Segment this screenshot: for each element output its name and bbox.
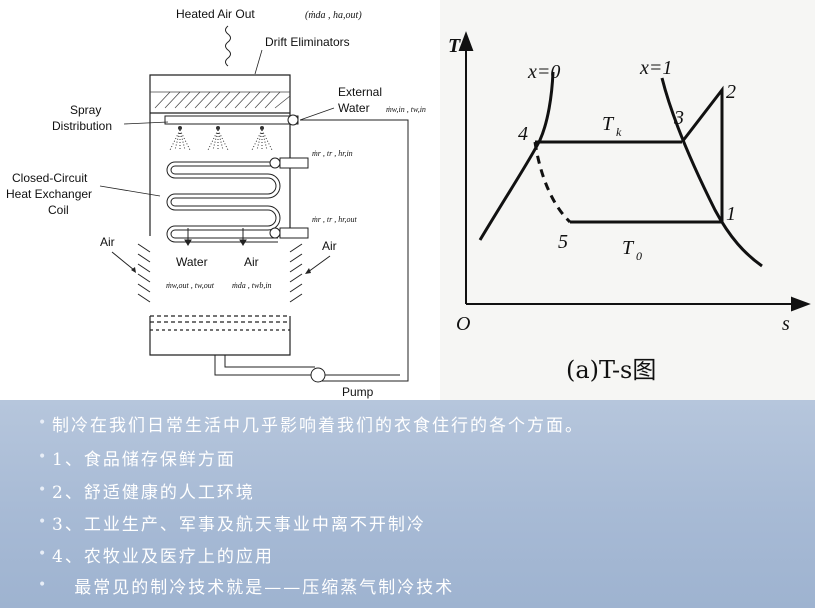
refrigeration-cycle <box>533 85 724 224</box>
bullet-dot-icon: • <box>38 449 49 465</box>
air-left-label: Air <box>100 235 115 249</box>
tk-subscript: k <box>616 125 622 139</box>
pump-loop-pipe <box>214 119 409 382</box>
bullet-text: 3、工业生产、军事及航天事业中离不开制冷 <box>52 514 426 535</box>
origin-label: O <box>456 313 470 335</box>
ts-caption: (a)T-s图 <box>566 356 656 384</box>
x0-label: x=0 <box>527 61 560 83</box>
t0-subscript: 0 <box>636 249 642 263</box>
tk-label: T <box>602 113 615 135</box>
point-2-label: 2 <box>726 81 736 103</box>
spray-label-1: Spray <box>70 103 101 117</box>
s-axis-label: s <box>782 313 790 335</box>
point-1-label: 1 <box>726 203 736 225</box>
heated-air-out-vars: (ṁda , ha,out) <box>305 10 362 21</box>
point-4-label: 4 <box>518 123 528 145</box>
external-water-vars: ṁw,in , tw,in <box>386 105 426 114</box>
refrigerant-inlet-pipe <box>279 157 309 169</box>
point-3-label: 3 <box>673 107 684 129</box>
ts-axes <box>458 31 811 312</box>
ts-diagram: T s O x=0 x=1 T k T 0 1 2 3 4 <box>440 0 815 400</box>
point-5-label: 5 <box>558 231 568 253</box>
ts-diagram-svg: T s O x=0 x=1 T k T 0 1 2 3 4 <box>448 31 811 384</box>
air-inlet-louvers <box>137 243 303 303</box>
bullet-item: • 3、工业生产、军事及航天事业中离不开制冷 <box>38 507 426 537</box>
coil-label-3: Coil <box>48 203 69 217</box>
heated-air-out-label: Heated Air Out <box>176 7 255 21</box>
spray-label-2: Distribution <box>52 119 112 133</box>
external-water-label-2: Water <box>338 101 370 115</box>
air-right-label: Air <box>322 239 337 253</box>
spray-header-pipe <box>164 115 299 125</box>
x1-label: x=1 <box>639 57 672 79</box>
saturation-dome <box>478 71 763 268</box>
pump-label: Pump <box>342 385 374 399</box>
flow-arrows-icon <box>184 228 247 246</box>
bullet-dot-icon: • <box>38 482 49 498</box>
refrigerant-outlet-pipe <box>279 227 309 239</box>
water-out-vars: ṁw,out , tw,out <box>166 281 215 290</box>
exhaust-air-icon <box>225 25 231 67</box>
bullet-dot-icon: • <box>38 415 49 431</box>
external-water-label-1: External <box>338 85 382 99</box>
coil-label-2: Heat Exchanger <box>6 187 92 201</box>
bullet-item: • 最常见的制冷技术就是——压缩蒸气制冷技术 <box>38 570 454 600</box>
t-axis-label: T <box>448 35 461 57</box>
drift-eliminators-label: Drift Eliminators <box>265 35 350 49</box>
bullet-text: 制冷在我们日常生活中几乎影响着我们的衣食住行的各个方面。 <box>52 415 584 436</box>
refrigerant-out-vars: ṁr , tr , hr,out <box>312 215 357 224</box>
bullet-dot-icon: • <box>38 577 49 593</box>
bullet-item: • 4、农牧业及医疗上的应用 <box>38 539 274 569</box>
bullet-text: 4、农牧业及医疗上的应用 <box>52 546 274 567</box>
heat-exchanger-coil <box>166 161 281 243</box>
bullet-text: 最常见的制冷技术就是——压缩蒸气制冷技术 <box>52 577 455 598</box>
cooling-tower-svg: Heated Air Out (ṁda , ha,out) Drift Elim… <box>6 7 426 399</box>
water-basin <box>149 315 291 356</box>
spray-nozzles <box>169 126 273 151</box>
drift-eliminator <box>150 91 291 109</box>
bullet-dot-icon: • <box>38 546 49 562</box>
bullet-item: • 2、舒适健康的人工环境 <box>38 475 255 505</box>
bullet-panel: • 制冷在我们日常生活中几乎影响着我们的衣食住行的各个方面。 • 1、食品储存保… <box>0 400 815 608</box>
cooling-tower-diagram: Heated Air Out (ṁda , ha,out) Drift Elim… <box>0 0 440 400</box>
pump-icon <box>310 367 326 383</box>
air-label: Air <box>244 255 259 269</box>
t0-label: T <box>622 237 635 259</box>
bullet-dot-icon: • <box>38 514 49 530</box>
refrigerant-in-vars: ṁr , tr , hr,in <box>312 149 353 158</box>
air-in-vars: ṁda , twb,in <box>232 281 272 290</box>
tower-shell <box>149 74 291 236</box>
bullet-item: • 制冷在我们日常生活中几乎影响着我们的衣食住行的各个方面。 <box>38 408 584 438</box>
water-label: Water <box>176 255 208 269</box>
bullet-item: • 1、食品储存保鲜方面 <box>38 442 236 472</box>
coil-label-1: Closed-Circuit <box>12 171 88 185</box>
bullet-text: 2、舒适健康的人工环境 <box>52 482 255 503</box>
bullet-text: 1、食品储存保鲜方面 <box>52 449 236 470</box>
